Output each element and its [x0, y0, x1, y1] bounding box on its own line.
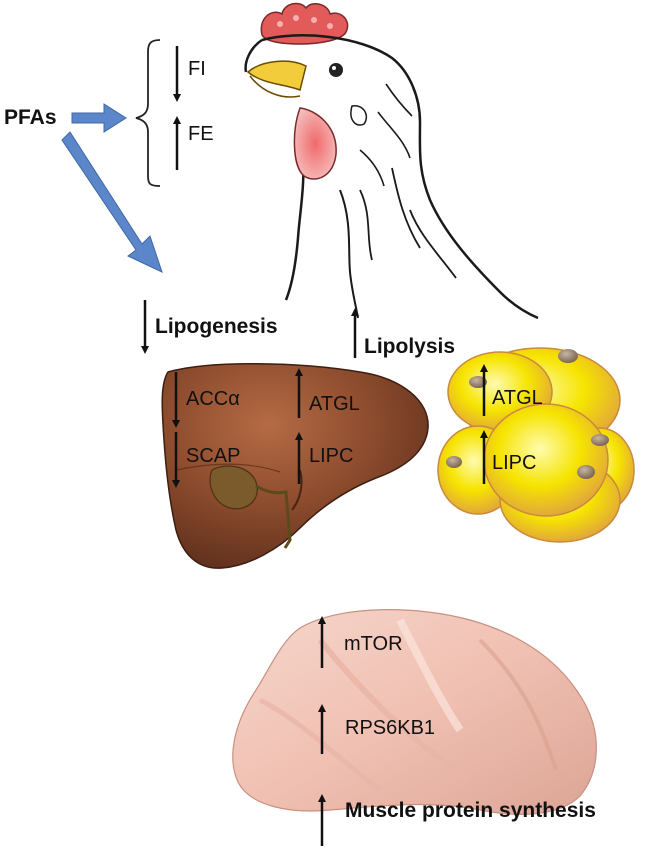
lipolysis-label: Lipolysis [364, 335, 456, 358]
muscle-protein-synthesis-label: Muscle protein synthesis [345, 799, 596, 822]
liver-scap-label: SCAP [186, 445, 241, 467]
adipocyte-cluster [437, 347, 635, 543]
chicken-beak [246, 60, 307, 91]
chicken-illustration [244, 2, 539, 320]
chicken-breast-muscle [232, 609, 597, 815]
chicken-wattle [293, 107, 337, 180]
fe-label: FE [188, 123, 214, 145]
chicken-eye [329, 63, 343, 77]
fi-label: FI [188, 58, 206, 80]
liver-atgl-label: ATGL [309, 393, 360, 415]
chicken-comb [260, 2, 349, 45]
pfas-arrows [61, 103, 163, 273]
liver-acca-label: ACCα [186, 388, 240, 410]
liver-illustration [161, 363, 429, 569]
chicken-head-outline [261, 34, 539, 320]
gallbladder [209, 465, 258, 510]
pfas-to-intake-arrow [71, 103, 127, 133]
liver-lipc-label: LIPC [309, 445, 354, 467]
lipogenesis-label: Lipogenesis [155, 315, 278, 338]
adipose-lipc-label: LIPC [492, 452, 537, 474]
muscle-mtor-label: mTOR [344, 633, 403, 655]
pfas-to-liver-arrow [61, 131, 163, 273]
pfas-label: PFAs [4, 106, 57, 129]
adipose-atgl-label: ATGL [492, 387, 543, 409]
bracket [135, 39, 161, 187]
muscle-rps6kb1-label: RPS6KB1 [345, 717, 436, 739]
